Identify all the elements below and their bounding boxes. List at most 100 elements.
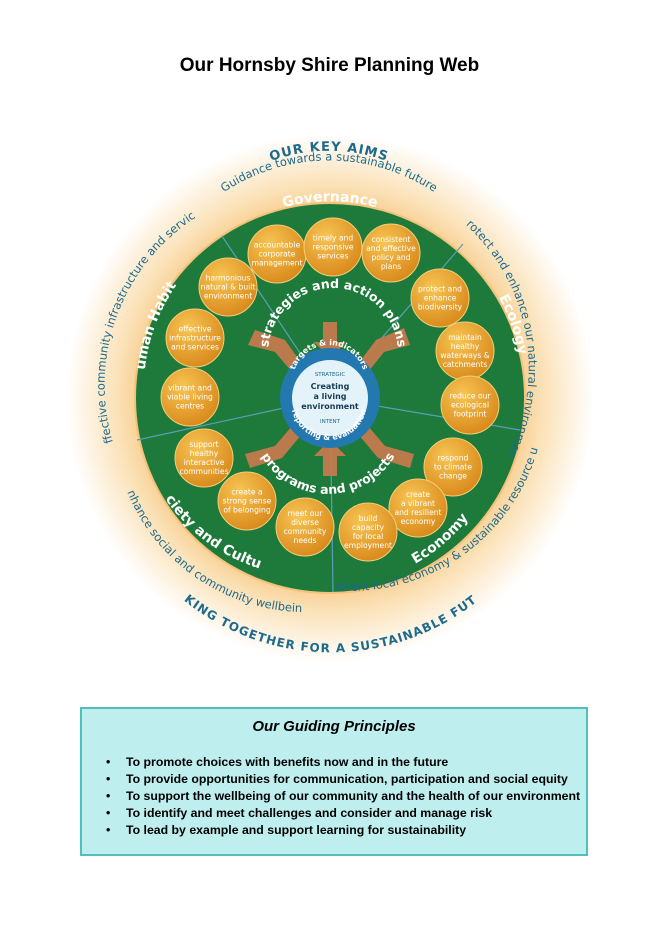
page-title: Our Hornsby Shire Planning Web <box>179 55 480 76</box>
ball-text-line: healthy <box>451 342 480 351</box>
ball-text-line: management <box>252 259 303 268</box>
principle-text: To promote choices with benefits now and… <box>126 755 449 769</box>
intent-label: INTENT <box>320 419 341 425</box>
ball-text-line: create a <box>231 488 262 497</box>
bullet-icon: • <box>106 806 111 820</box>
principle-item: • To promote choices with benefits now an… <box>104 754 580 771</box>
ball-text-line: change <box>439 472 467 481</box>
ball-text-line: of belonging <box>223 506 271 515</box>
ball-text-line: economy <box>401 517 436 526</box>
ball-text-line: corporate <box>259 250 296 259</box>
ball-text-line: services <box>317 252 348 261</box>
ball-text-line: a vibrant <box>401 499 435 508</box>
ball-text-line: and resilient <box>394 508 441 517</box>
ball-circle <box>198 257 258 317</box>
principle-text: To provide opportunities for communicati… <box>126 772 568 786</box>
ball-text-line: centres <box>176 402 204 411</box>
ball-text-line: protect and <box>418 285 462 294</box>
principle-text: To identify and meet challenges and cons… <box>126 806 493 820</box>
guiding-principles-box: Our Guiding Principles • To promote choic… <box>80 707 588 856</box>
arrows <box>245 322 414 476</box>
ball-circle <box>303 217 363 277</box>
ball-text-line: plans <box>381 262 401 271</box>
ball-text-line: infrastructure <box>169 334 221 343</box>
ball-text-line: interactive <box>184 458 225 467</box>
ball-text-line: strong sense <box>223 497 272 506</box>
center-line-2: a living <box>313 392 346 401</box>
ball-text-line: communities <box>179 467 228 476</box>
sector-governance: Governance <box>281 189 379 211</box>
ball-circle <box>275 497 335 557</box>
ball-text-line: create <box>406 490 430 499</box>
ball-text-line: timely and <box>313 234 354 243</box>
ball-circle <box>423 437 483 497</box>
ball-text-line: enhance <box>424 294 457 303</box>
ball-text-line: viable living <box>167 393 213 402</box>
ball-circle <box>440 375 500 435</box>
ball-text-line: meet our <box>288 509 324 518</box>
ball-text-line: diverse <box>291 518 319 527</box>
ball-text-line: respond <box>438 454 469 463</box>
ball-text-line: capacity <box>352 523 385 532</box>
ball-text-line: ecological <box>451 401 489 410</box>
ball-text-line: catchments <box>443 360 488 369</box>
center-disc <box>292 360 368 436</box>
ball-text-line: community <box>284 527 327 536</box>
principle-text: To lead by example and support learning … <box>126 823 467 837</box>
bullet-icon: • <box>106 823 111 837</box>
ball-text-line: waterways & <box>440 351 489 360</box>
ball-circle <box>174 428 234 488</box>
ball-text-line: accountable <box>254 241 301 250</box>
ball-text-line: employment <box>344 541 392 550</box>
ball-circle <box>338 502 398 562</box>
principle-item: • To identify and meet challenges and con… <box>104 805 580 822</box>
ball-text-line: reduce our <box>449 392 491 401</box>
center-line-3: environment <box>301 402 359 411</box>
ball-text-line: policy and <box>371 253 410 262</box>
guiding-principles-list: • To promote choices with benefits now an… <box>104 754 580 839</box>
ball-text-line: and services <box>171 343 219 352</box>
bullet-icon: • <box>106 755 111 769</box>
ball-text-line: harmonious <box>206 274 251 283</box>
guiding-principles-title: Our Guiding Principles <box>252 718 416 735</box>
ball-text-line: vibrant and <box>168 384 212 393</box>
ball-text-line: maintain <box>448 333 482 342</box>
ball-circle <box>160 367 220 427</box>
ball-circle <box>410 268 470 328</box>
ball-text-line: support <box>189 440 218 449</box>
ball-text-line: needs <box>294 536 317 545</box>
strategic-label: STRATEGIC <box>315 372 346 378</box>
ball-text-line: footprint <box>454 410 487 419</box>
ball-text-line: effective <box>178 325 211 334</box>
ball-circle <box>388 478 448 538</box>
ball-text-line: to climate <box>434 463 472 472</box>
ball-text-line: natural & built <box>201 283 256 292</box>
principle-item: • To provide opportunities for communicat… <box>104 771 580 788</box>
principle-item: • To lead by example and support learning… <box>104 822 580 839</box>
principle-item: • To support the wellbeing of our communi… <box>104 788 580 805</box>
ball-circle <box>361 223 421 283</box>
bullet-icon: • <box>106 789 111 803</box>
ball-text-line: for local <box>353 532 384 541</box>
ball-text-line: and effective <box>366 244 416 253</box>
ball-text-line: consistent <box>371 235 410 244</box>
ball-text-line: biodiversity <box>418 303 463 312</box>
bullet-icon: • <box>106 772 111 786</box>
ball-circle <box>217 471 277 531</box>
ball-text-line: environment <box>204 292 252 301</box>
ball-text-line: healthy <box>190 449 219 458</box>
principle-text: To support the wellbeing of our communit… <box>126 789 581 803</box>
